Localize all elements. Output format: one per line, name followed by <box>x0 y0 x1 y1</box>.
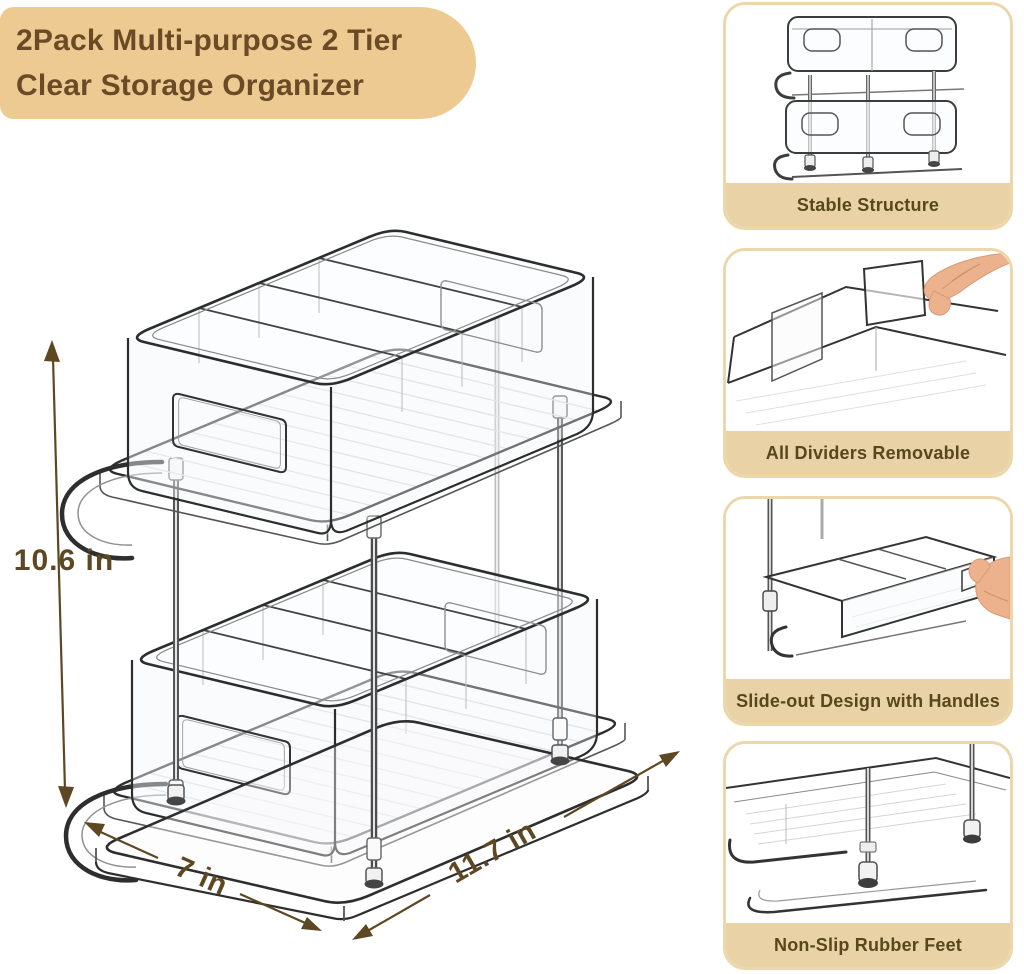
dividers-removable-drawing <box>727 252 1010 426</box>
feature-label-stable-structure: Stable Structure <box>726 183 1010 227</box>
title-badge: 2Pack Multi-purpose 2 Tier Clear Storage… <box>0 7 476 119</box>
slide-out-drawing <box>762 499 1010 658</box>
stable-structure-illustration <box>726 5 1010 183</box>
feature-card-slide-out: Slide-out Design with Handles <box>723 496 1013 726</box>
rubber-feet-illustration <box>726 744 1010 923</box>
feature-label-slide-out: Slide-out Design with Handles <box>726 679 1010 723</box>
feature-label-rubber-feet: Non-Slip Rubber Feet <box>726 923 1010 967</box>
stable-structure-drawing <box>773 16 965 181</box>
title-line-1: 2Pack Multi-purpose 2 Tier <box>16 24 403 57</box>
hand-illustration <box>968 556 1010 620</box>
top-tier <box>62 228 621 558</box>
rubber-feet-drawing <box>726 744 1010 914</box>
lifted-divider <box>862 259 927 327</box>
product-dimension-drawing: 10.6 in 7 in 11.7 in <box>14 200 680 940</box>
height-dimension-label: 10.6 in <box>14 544 114 577</box>
hand-illustration <box>923 252 1010 316</box>
dividers-removable-illustration <box>726 251 1010 431</box>
title-line-2: Clear Storage Organizer <box>16 69 365 102</box>
feature-label-dividers-removable: All Dividers Removable <box>726 431 1010 475</box>
feature-card-rubber-feet: Non-Slip Rubber Feet <box>723 741 1013 970</box>
dimension-height: 10.6 in <box>14 340 114 808</box>
rubber-feet <box>166 744 570 889</box>
slide-out-illustration <box>726 499 1010 679</box>
feature-card-stable-structure: Stable Structure <box>723 2 1013 230</box>
feature-card-dividers-removable: All Dividers Removable <box>723 248 1013 478</box>
